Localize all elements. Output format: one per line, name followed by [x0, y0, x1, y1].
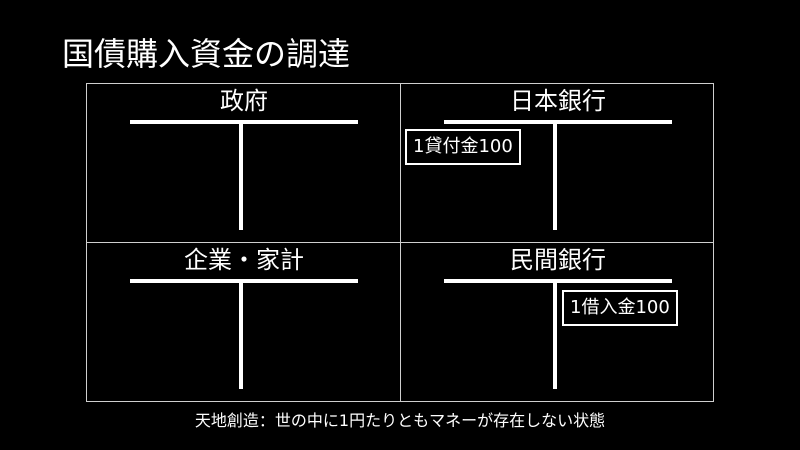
account-title-households: 企業・家計	[184, 246, 304, 274]
grid-horizontal-divider	[87, 242, 713, 243]
account-central-bank: 日本銀行 1貸付金100	[401, 84, 715, 243]
t-account-stem	[239, 279, 243, 389]
t-account-stem	[553, 279, 557, 389]
account-households: 企業・家計	[87, 243, 401, 402]
t-account-top-bar	[444, 120, 672, 124]
entry-loan-receivable: 1貸付金100	[405, 129, 521, 165]
caption: 天地創造：世の中に1円たりともマネーが存在しない状態	[194, 411, 606, 430]
account-private-bank: 民間銀行 1借入金100	[401, 243, 715, 402]
t-account-grid: 政府 日本銀行 1貸付金100 企業・家計 民間銀行 1借入金100	[86, 83, 714, 402]
account-title-private-bank: 民間銀行	[510, 246, 606, 274]
account-government: 政府	[87, 84, 401, 243]
entry-borrowings: 1借入金100	[562, 290, 678, 326]
t-account-top-bar	[130, 279, 358, 283]
t-account-top-bar	[130, 120, 358, 124]
account-title-government: 政府	[220, 87, 268, 115]
slide-title: 国債購入資金の調達	[62, 35, 351, 73]
account-title-central-bank: 日本銀行	[510, 87, 606, 115]
t-account-stem	[553, 120, 557, 230]
t-account-stem	[239, 120, 243, 230]
t-account-top-bar	[444, 279, 672, 283]
